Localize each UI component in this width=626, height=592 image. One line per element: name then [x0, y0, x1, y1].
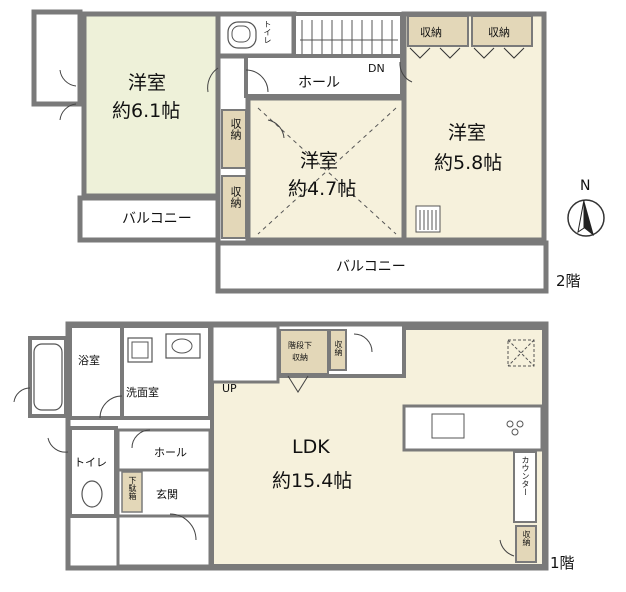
- bath-label: 浴室: [78, 354, 100, 367]
- ldk-name: LDK: [292, 436, 330, 458]
- stairs-up-label: UP: [222, 382, 237, 395]
- storage-top-1-label: 収納: [420, 26, 442, 39]
- under-stairs-label-1: 階段下: [288, 341, 312, 350]
- stairs-down-label: DN: [368, 62, 385, 75]
- west-bedroom-name: 洋室: [128, 72, 167, 94]
- balcony-west: [77, 195, 221, 243]
- counter-label: カウンター: [521, 456, 530, 496]
- toilet-1f-label: トイレ: [74, 456, 107, 469]
- storage-top-2: [471, 15, 533, 47]
- counter-strip: [513, 451, 537, 523]
- balcony-south: [215, 240, 549, 294]
- storage-ldk-label: 収納: [522, 530, 531, 546]
- storage-ldk: [515, 525, 537, 563]
- east-bedroom-size: 約5.8帖: [434, 152, 503, 174]
- room-hall-1f: [116, 428, 212, 472]
- storage-top-1: [407, 15, 469, 47]
- washroom-label: 洗面室: [126, 386, 159, 399]
- storage-top-2-label: 収納: [488, 26, 510, 39]
- storage-side-1-label: 収納: [229, 118, 242, 140]
- entrance-label: 玄関: [156, 488, 178, 501]
- balcony-west-label: バルコニー: [122, 211, 192, 227]
- hall-1f-label: ホール: [154, 446, 187, 459]
- kitchen-counter: [402, 404, 544, 452]
- compass: [567, 199, 605, 237]
- room-hall-2f: [244, 54, 404, 98]
- storage-side-2-label: 収納: [229, 186, 242, 208]
- balcony-south-label: バルコニー: [336, 259, 406, 275]
- center-bedroom-name: 洋室: [300, 150, 339, 172]
- under-stairs-label-2: 収納: [292, 353, 308, 362]
- floor1-label: 1階: [550, 554, 575, 572]
- compass-label: N: [580, 178, 591, 194]
- storage-under-stairs: [279, 329, 329, 375]
- shoe-box: [121, 471, 143, 513]
- center-bedroom-size: 約4.7帖: [288, 178, 357, 200]
- east-bedroom-name: 洋室: [448, 122, 487, 144]
- ldk-size: 約15.4帖: [272, 470, 353, 492]
- storage-small: [329, 329, 347, 371]
- shoe-box-label: 下駄箱: [128, 476, 137, 500]
- hall-2f-label: ホール: [298, 75, 340, 91]
- storage-small-label: 収納: [334, 340, 343, 356]
- first-floor: [13, 321, 549, 571]
- storage-side-1: [221, 109, 247, 169]
- room-west-bedroom: [81, 11, 221, 199]
- toilet-2f-label: トイレ: [263, 20, 272, 44]
- room-bath: [68, 324, 124, 420]
- second-floor: [31, 9, 549, 294]
- west-bedroom-size: 約6.1帖: [112, 100, 181, 122]
- stairs-1f: [210, 324, 280, 384]
- floor2-label: 2階: [556, 272, 581, 290]
- storage-side-2: [221, 175, 247, 239]
